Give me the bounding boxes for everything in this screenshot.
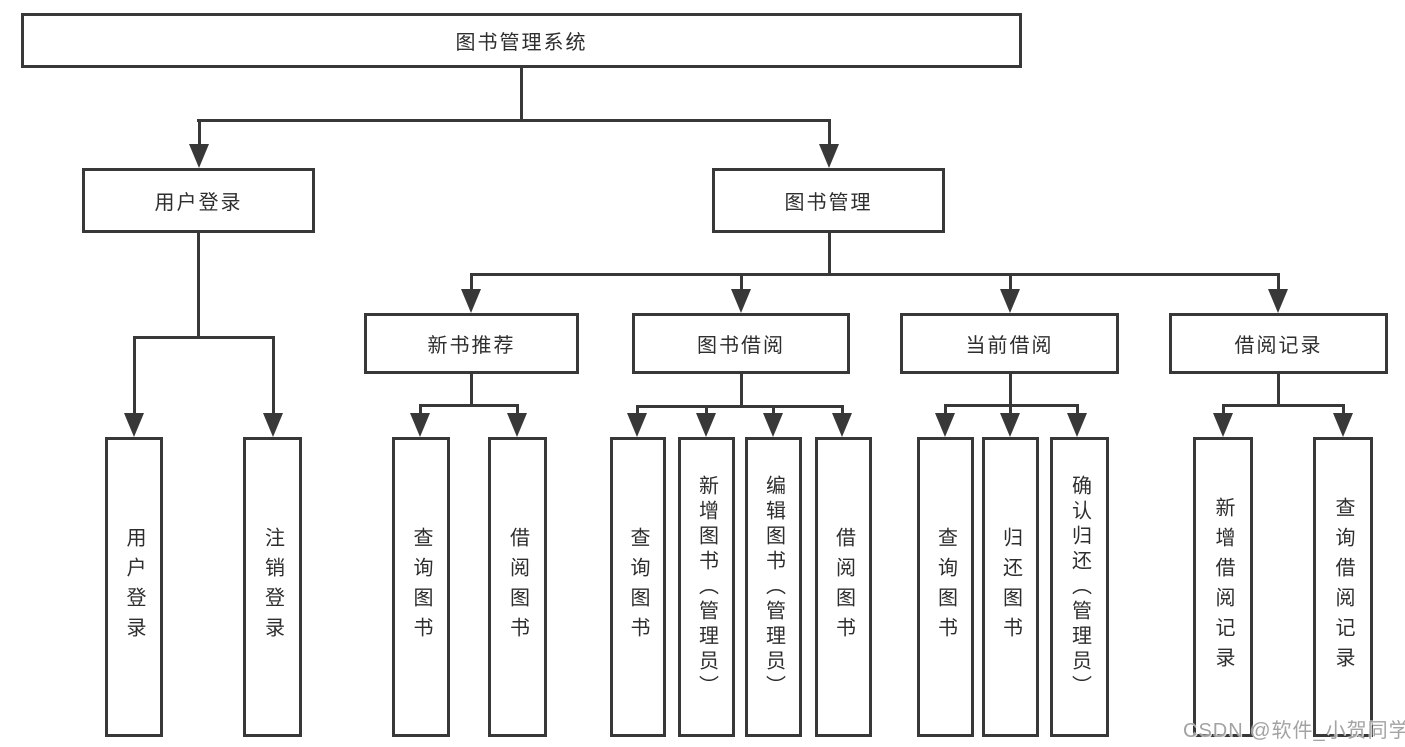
arrowhead-icon (1333, 413, 1353, 437)
connector-arrow-stem (516, 404, 519, 417)
connector-arrow-stem (1277, 273, 1280, 293)
arrowhead-icon (731, 289, 751, 313)
node-label: 查询图书 (934, 527, 957, 647)
node-leaf-borrow-books-2: 借阅图书 (815, 437, 872, 737)
node-label: 确认归还（管理员） (1068, 474, 1091, 700)
arrowhead-icon (124, 413, 144, 437)
node-label: 图书管理 (784, 192, 873, 214)
node-book-management: 图书管理 (712, 168, 945, 233)
node-leaf-query-borrow-record: 查询借阅记录 (1313, 437, 1373, 737)
node-borrowing-records: 借阅记录 (1169, 313, 1388, 374)
arrowhead-icon (263, 413, 283, 437)
node-label: 当前借阅 (965, 335, 1054, 357)
node-label: 图书管理系统 (455, 32, 588, 54)
connector-stem (740, 374, 743, 405)
node-leaf-confirm-return-admin: 确认归还（管理员） (1050, 437, 1109, 737)
node-label: 图书借阅 (697, 335, 785, 357)
connector-arrow-stem (470, 273, 473, 293)
node-leaf-query-books-1: 查询图书 (392, 437, 450, 737)
connector-arrow-stem (772, 405, 775, 417)
connector-arrow-stem (1342, 404, 1345, 417)
arrowhead-icon (935, 413, 955, 437)
node-leaf-logout: 注销登录 (243, 437, 302, 737)
node-leaf-query-books-3: 查询图书 (917, 437, 974, 737)
connector-root-bus (197, 119, 831, 122)
node-label: 借阅记录 (1234, 335, 1323, 357)
node-user-login: 用户登录 (82, 168, 315, 233)
connector-arrow-stem (828, 119, 831, 148)
connector-login-bus (133, 336, 275, 339)
connector-stem (1009, 374, 1012, 404)
node-label: 查询借阅记录 (1332, 497, 1354, 677)
connector-arrow-stem (740, 273, 743, 293)
arrowhead-icon (696, 413, 716, 437)
arrowhead-icon (819, 144, 839, 168)
connector-mgmt-stem (828, 233, 831, 273)
node-current-borrowing: 当前借阅 (900, 313, 1119, 374)
node-label: 用户登录 (123, 527, 145, 647)
connector-arrow-stem (419, 404, 422, 417)
arrowhead-icon (507, 413, 527, 437)
connector-arrow-stem (1222, 404, 1225, 417)
arrowhead-icon (189, 144, 209, 168)
node-label: 新增图书（管理员） (695, 474, 718, 700)
arrowhead-icon (1000, 413, 1020, 437)
connector-arrow-stem (1009, 273, 1012, 293)
node-leaf-add-books-admin: 新增图书（管理员） (678, 437, 735, 737)
arrowhead-icon (410, 413, 430, 437)
connector-login-stem (197, 233, 200, 336)
connector-arrow-stem (133, 336, 136, 417)
node-leaf-query-books-2: 查询图书 (610, 437, 666, 737)
connector-arrow-stem (1076, 404, 1079, 417)
node-label: 用户登录 (154, 192, 243, 214)
connector-bus (419, 404, 519, 407)
node-label: 注销登录 (261, 527, 284, 647)
node-label: 借阅图书 (506, 527, 529, 647)
connector-arrow-stem (1009, 404, 1012, 417)
arrowhead-icon (832, 413, 852, 437)
connector-arrow-stem (841, 405, 844, 417)
node-leaf-return-books: 归还图书 (982, 437, 1039, 737)
connector-arrow-stem (272, 336, 275, 417)
arrowhead-icon (1213, 413, 1233, 437)
arrowhead-icon (1000, 289, 1020, 313)
node-library-management-system: 图书管理系统 (21, 13, 1022, 68)
connector-root-stem (520, 68, 523, 119)
connector-arrow-stem (944, 404, 947, 417)
node-label: 借阅图书 (832, 527, 855, 647)
node-leaf-edit-books-admin: 编辑图书（管理员） (745, 437, 802, 737)
node-label: 归还图书 (999, 527, 1022, 647)
node-new-book-recommend: 新书推荐 (364, 313, 579, 374)
node-leaf-add-borrow-record: 新增借阅记录 (1193, 437, 1253, 737)
connector-stem (470, 374, 473, 404)
node-label: 查询图书 (627, 527, 649, 647)
connector-mgmt-bus (470, 273, 1280, 276)
node-leaf-user-login: 用户登录 (105, 437, 163, 737)
node-label: 新增借阅记录 (1212, 497, 1234, 677)
arrowhead-icon (461, 289, 481, 313)
node-label: 编辑图书（管理员） (762, 474, 785, 700)
connector-bus (636, 405, 844, 408)
arrowhead-icon (627, 413, 647, 437)
arrowhead-icon (1067, 413, 1087, 437)
connector-arrow-stem (636, 405, 639, 417)
connector-arrow-stem (705, 405, 708, 417)
node-leaf-borrow-books-1: 借阅图书 (488, 437, 547, 737)
node-book-borrowing: 图书借阅 (632, 313, 850, 374)
connector-stem (1277, 374, 1280, 404)
arrowhead-icon (763, 413, 783, 437)
connector-arrow-stem (198, 119, 201, 148)
csdn-watermark: CSDN @软件_小贺同学 (1183, 720, 1405, 742)
node-label: 新书推荐 (427, 335, 516, 357)
arrowhead-icon (1268, 289, 1288, 313)
connector-bus (1222, 404, 1345, 407)
node-label: 查询图书 (410, 527, 432, 647)
